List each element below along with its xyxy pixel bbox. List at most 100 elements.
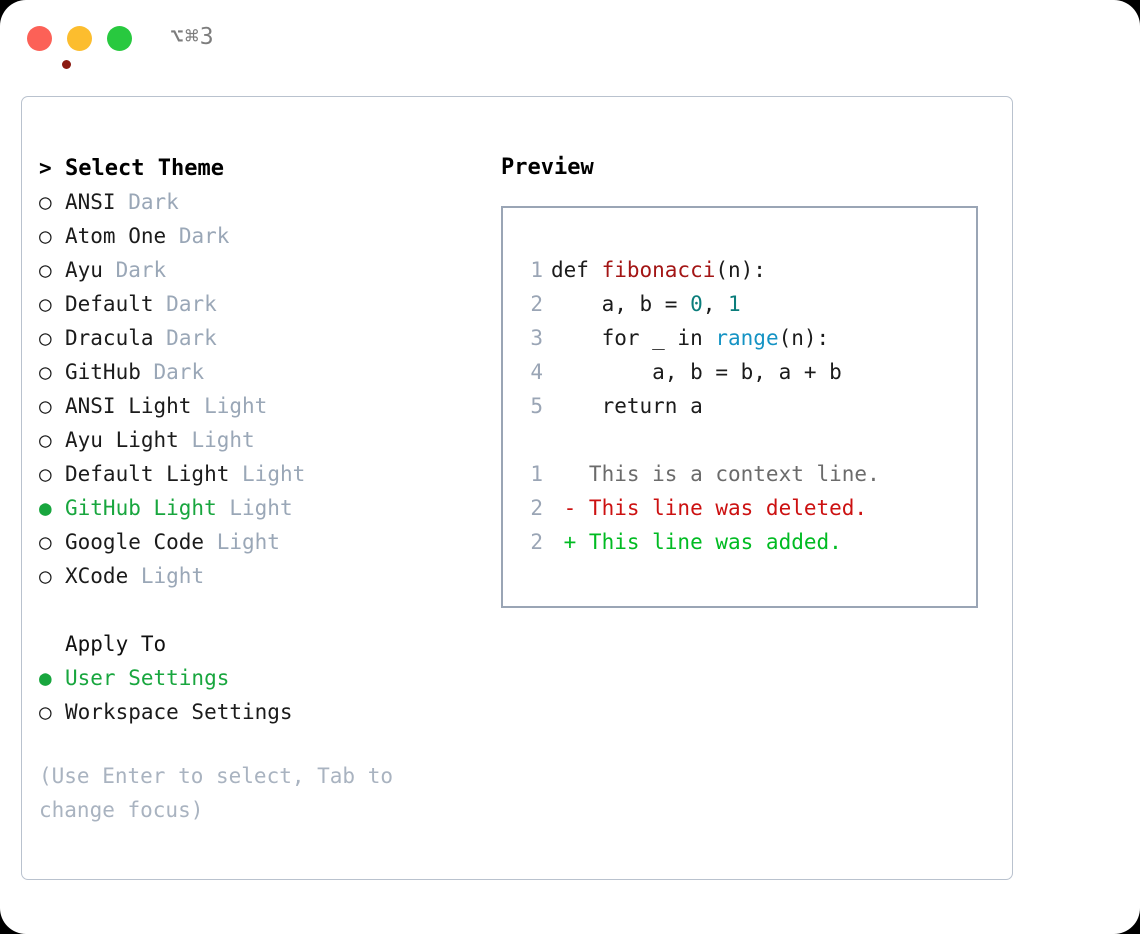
- radio-unselected-icon: ○: [39, 292, 52, 316]
- code-line-number: 4: [530, 360, 543, 384]
- radio-unselected-icon: ○: [39, 190, 52, 214]
- code-token-plain: ,: [702, 292, 729, 316]
- apply-to-item-user-settings[interactable]: ● User Settings: [39, 661, 479, 695]
- radio-unselected-icon: ○: [39, 462, 52, 486]
- maximize-window-button[interactable]: [107, 26, 132, 51]
- diff-line-del: 2 - This line was deleted.: [517, 491, 968, 525]
- theme-item-tag: Light: [229, 496, 293, 520]
- apply-to-item-label: Workspace Settings: [65, 700, 293, 724]
- radio-unselected-icon: ○: [39, 564, 52, 588]
- radio-unselected-icon: ○: [39, 326, 52, 350]
- keyboard-hint-text: (Use Enter to select, Tab to change focu…: [39, 764, 394, 822]
- theme-item-name: Google Code: [65, 530, 205, 554]
- theme-item-atom-one[interactable]: ○Atom One Dark: [39, 219, 479, 253]
- minimize-window-button[interactable]: [67, 26, 92, 51]
- radio-unselected-icon: ○: [39, 530, 52, 554]
- code-line-number: 5: [530, 394, 543, 418]
- code-token-fn: fibonacci: [601, 258, 716, 282]
- diff-line-number: 1: [530, 462, 543, 486]
- theme-item-name: Atom One: [65, 224, 167, 248]
- hint-spacer: [39, 729, 479, 759]
- code-token-num: 0: [690, 292, 703, 316]
- diff-line-ctx: 1 This is a context line.: [517, 457, 968, 491]
- code-line: 3 for _ in range(n):: [517, 321, 968, 355]
- theme-item-name: Ayu: [65, 258, 103, 282]
- diff-line-number: 2: [530, 530, 543, 554]
- theme-list: ○ ANSI Dark ○ Atom One Dark ○ Ayu Dark ○ Defaul…: [39, 185, 479, 593]
- recording-indicator-icon: [62, 60, 71, 69]
- preview-title: Preview: [501, 155, 594, 180]
- keyboard-shortcut-label: ⌥⌘3: [170, 24, 215, 50]
- theme-item-name: ANSI: [65, 190, 116, 214]
- theme-item-ayu[interactable]: ○ Ayu Dark: [39, 253, 479, 287]
- apply-to-item-label: User Settings: [65, 666, 230, 690]
- code-token-plain: (n):: [778, 326, 830, 350]
- code-token-plain: for _ in: [551, 326, 716, 350]
- theme-item-name: Dracula: [65, 326, 154, 350]
- radio-unselected-icon: ○: [39, 394, 52, 418]
- radio-unselected-icon: ○: [39, 700, 52, 724]
- theme-item-name: Default Light: [65, 462, 230, 486]
- code-blank-line: [517, 423, 968, 457]
- code-line: 2 a, b = 0, 1: [517, 287, 968, 321]
- theme-item-ansi-light[interactable]: ○ ANSI Light Light: [39, 389, 479, 423]
- select-theme-header: > Select Theme: [39, 151, 479, 185]
- code-line-number: 2: [530, 292, 543, 316]
- apply-to-list: ● User Settings ○ Workspace Settings: [39, 661, 479, 729]
- code-token-call: range: [715, 326, 779, 350]
- theme-item-dracula[interactable]: ○ Dracula Dark: [39, 321, 479, 355]
- theme-item-tag: Light: [242, 462, 306, 486]
- theme-item-ayu-light[interactable]: ○Ayu Light Light: [39, 423, 479, 457]
- title-bar: ⌥⌘3: [0, 0, 1140, 76]
- theme-item-tag: Dark: [128, 190, 179, 214]
- theme-item-tag: Dark: [166, 326, 217, 350]
- theme-item-github-light[interactable]: ●GitHub Light Light: [39, 491, 479, 525]
- theme-item-name: ANSI Light: [65, 394, 192, 418]
- radio-unselected-icon: ○: [39, 428, 52, 452]
- theme-item-tag: Light: [204, 394, 268, 418]
- diff-line-text: This is a context line.: [551, 462, 880, 486]
- radio-unselected-icon: ○: [39, 224, 52, 248]
- code-token-plain: a, b =: [551, 292, 691, 316]
- radio-selected-icon: ●: [39, 666, 52, 690]
- theme-item-tag: Dark: [153, 360, 205, 384]
- theme-item-xcode[interactable]: ○ XCode Light: [39, 559, 479, 593]
- code-line: 4 a, b = b, a + b: [517, 355, 968, 389]
- radio-unselected-icon: ○: [39, 258, 52, 282]
- theme-item-ansi[interactable]: ○ ANSI Dark: [39, 185, 479, 219]
- theme-item-default[interactable]: ○ Default Dark: [39, 287, 479, 321]
- theme-item-google-code[interactable]: ○ Google Code Light: [39, 525, 479, 559]
- theme-item-name: XCode: [65, 564, 129, 588]
- theme-item-tag: Light: [140, 564, 205, 588]
- code-line: 5 return a: [517, 389, 968, 423]
- theme-item-tag: Dark: [166, 292, 217, 316]
- code-token-num: 1: [728, 292, 741, 316]
- diff-line-text: - This line was deleted.: [551, 496, 868, 520]
- radio-selected-icon: ●: [39, 496, 52, 520]
- theme-item-tag: Light: [216, 530, 280, 554]
- list-spacer: [39, 593, 479, 627]
- code-token-plain: a, b = b, a + b: [551, 360, 842, 384]
- apply-to-label: Apply To: [65, 632, 167, 656]
- theme-item-github[interactable]: ○ GitHub Dark: [39, 355, 479, 389]
- radio-unselected-icon: ○: [39, 360, 52, 384]
- prompt-caret-icon: >: [39, 156, 52, 180]
- theme-item-name: GitHub: [65, 360, 141, 384]
- theme-item-default-light[interactable]: ○ Default Light Light: [39, 457, 479, 491]
- code-token-plain: def: [551, 258, 602, 282]
- main-panel: >Select Theme ○ANSI Dark○Atom One Dark○A…: [21, 96, 1013, 880]
- diff-line-text: + This line was added.: [551, 530, 842, 554]
- diff-line-number: 2: [530, 496, 543, 520]
- theme-item-tag: Dark: [115, 258, 167, 282]
- theme-item-name: Default: [65, 292, 154, 316]
- select-theme-title: Select Theme: [65, 156, 224, 181]
- close-window-button[interactable]: [27, 26, 71, 69]
- code-token-plain: return a: [551, 394, 703, 418]
- apply-to-item-workspace-settings[interactable]: ○ Workspace Settings: [39, 695, 479, 729]
- code-line-number: 1: [530, 258, 543, 282]
